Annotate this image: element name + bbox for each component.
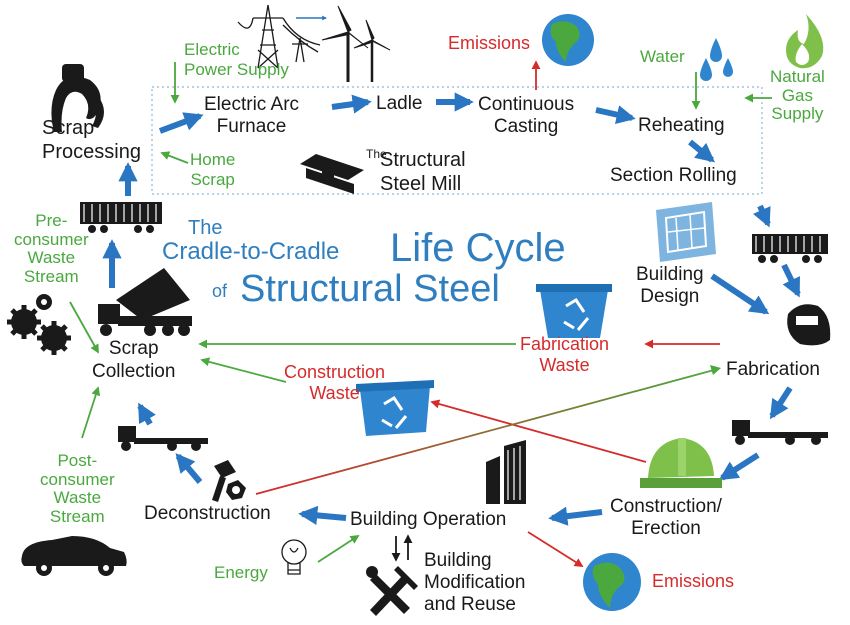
label-water: Water (640, 47, 685, 66)
dump-truck-icon (98, 268, 192, 336)
arrow-construction-to-waste (430, 399, 647, 463)
arrow-deconstruction-to-bolt (175, 453, 203, 484)
label-building-modification: Building Modification and Reuse (424, 550, 526, 615)
label-fabrication-waste: Fabrication Waste (520, 334, 610, 375)
wind-turbine-icon (321, 5, 391, 82)
label-construction-waste: Construction Waste (284, 362, 386, 403)
title-structural-steel: Structural Steel (240, 268, 500, 310)
label-scrap-processing: Scrap Processing (42, 117, 141, 163)
title-the: The (188, 217, 223, 239)
label-fabrication: Fabrication (726, 359, 820, 380)
light-bulb-icon (281, 539, 307, 575)
hard-hat-icon (640, 438, 722, 488)
label-home-scrap: Home Scrap (190, 150, 236, 189)
steel-beam-icon (300, 154, 364, 194)
arrow-construction-waste-to-collection (200, 357, 287, 383)
steel-mill-boundary (151, 86, 763, 195)
red-arrows (430, 60, 720, 567)
bolt-nut-icon (212, 460, 246, 502)
label-building-operation: Building Operation (350, 509, 507, 530)
flame-icon (786, 14, 824, 69)
scrap-grapple-icon (51, 64, 104, 132)
label-emissions-top: Emissions (448, 33, 531, 53)
label-deconstruction: Deconstruction (144, 503, 271, 524)
arrow-deconstruction-to-fabrication (255, 369, 715, 495)
arrow-truck-to-collection (137, 402, 156, 426)
label-construction-erection: Construction/ Erection (610, 496, 722, 539)
label-electric-arc-furnace: Electric Arc Furnace (204, 94, 300, 137)
flow-arrows (102, 92, 801, 526)
building-icon (486, 440, 526, 504)
flatbed-truck-icon (118, 426, 208, 451)
car-icon (21, 536, 127, 576)
rail-car-icon (752, 234, 828, 263)
arrow-mill-to-railcar (752, 204, 771, 228)
globe-icon (583, 553, 641, 611)
arrow-emissions-bottom (527, 531, 584, 567)
arrow-reheating-to-rolling (688, 139, 715, 163)
label-energy: Energy (214, 563, 268, 582)
arrow-scrap-to-furnace (158, 112, 204, 134)
title-life-cycle: Life Cycle (390, 226, 566, 270)
flatbed-truck-icon (732, 420, 828, 445)
water-drop-icon (700, 38, 733, 81)
label-ladle: Ladle (376, 93, 423, 114)
label-post-consumer: Post- consumer Waste Stream (40, 451, 115, 527)
arrow-casting-to-reheating (595, 105, 636, 125)
rail-car-icon (80, 202, 162, 233)
blueprint-icon (656, 202, 716, 262)
arrow-post-consumer (81, 386, 101, 439)
label-section-rolling: Section Rolling (610, 165, 737, 186)
label-electric-power-supply: Electric Power Supply (184, 40, 289, 79)
arrow-energy (317, 535, 360, 563)
arrow-construction-to-operation (548, 506, 603, 526)
green-arrows (69, 62, 772, 563)
arrow-home-scrap (160, 151, 189, 164)
label-scrap-collection: Scrap Collection (92, 338, 176, 382)
welding-mask-icon (787, 304, 831, 346)
modification-arrows (391, 534, 413, 562)
arrow-railcar-to-fabrication (781, 263, 801, 298)
label-reheating: Reheating (638, 115, 725, 136)
recycle-bin-icon (356, 380, 434, 436)
arrow-operation-to-deconstruction (298, 505, 347, 525)
arrow-furnace-to-ladle (331, 94, 372, 114)
recycle-bin-icon (536, 284, 612, 338)
tools-icon (366, 566, 418, 616)
label-natural-gas-supply: Natural Gas Supply (770, 67, 825, 124)
arrow-pre-consumer (69, 301, 99, 354)
label-mill-the: The (366, 147, 387, 161)
power-tower-icon (237, 4, 321, 69)
globe-icon (542, 14, 594, 66)
label-building-design: Building Design (636, 264, 704, 307)
arrow-truck-to-hardhat (718, 452, 760, 481)
label-continuous-casting: Continuous Casting (478, 94, 575, 137)
diagram-title: The Cradle-to-Cradle Life Cycle of Struc… (162, 218, 602, 314)
arrow-fabrication-to-truck (769, 386, 793, 420)
label-pre-consumer: Pre- consumer Waste Stream (14, 211, 89, 287)
arrow-design-to-fabrication (710, 273, 770, 315)
title-cradle: Cradle-to-Cradle (162, 238, 340, 265)
gears-icon (7, 294, 71, 355)
label-emissions-bottom: Emissions (652, 571, 735, 591)
title-of: of (212, 281, 228, 301)
label-steel-mill: Structural Steel Mill (380, 149, 466, 195)
